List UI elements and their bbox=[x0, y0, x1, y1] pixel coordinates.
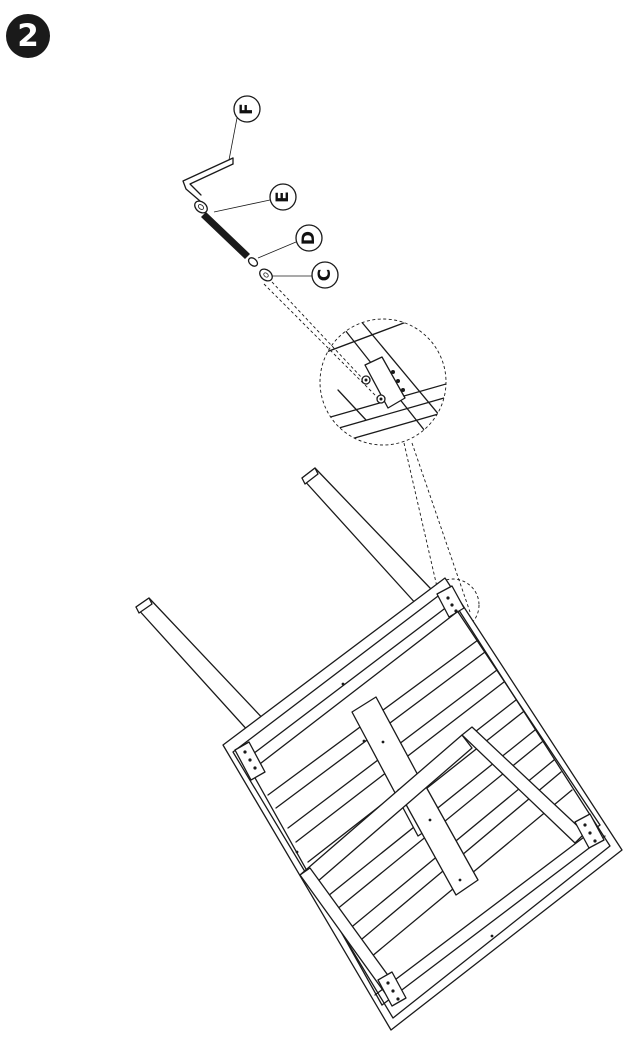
corner-bracket-right bbox=[574, 813, 605, 849]
corner-bracket-bottom bbox=[377, 971, 407, 1007]
callout-e: E bbox=[213, 183, 297, 213]
callout-d-letter: D bbox=[299, 231, 319, 245]
allen-key-f bbox=[182, 157, 234, 202]
step-number-badge: 2 bbox=[6, 14, 50, 58]
bolt-e bbox=[194, 200, 250, 259]
corner-bracket-top bbox=[436, 585, 465, 618]
step-number: 2 bbox=[17, 17, 39, 54]
corner-bracket-left bbox=[234, 741, 266, 781]
callout-f: F bbox=[228, 95, 261, 161]
callout-e-letter: E bbox=[273, 191, 293, 203]
spring-washer-d bbox=[247, 257, 259, 267]
callout-c: C bbox=[270, 261, 339, 289]
callout-d: D bbox=[257, 224, 323, 259]
detail-magnifier bbox=[319, 318, 447, 446]
callout-c-letter: C bbox=[315, 269, 335, 281]
table-frame bbox=[222, 577, 623, 1031]
insertion-guide-lines bbox=[263, 281, 471, 613]
flat-washer-c bbox=[259, 268, 273, 282]
callout-f-letter: F bbox=[237, 103, 257, 115]
